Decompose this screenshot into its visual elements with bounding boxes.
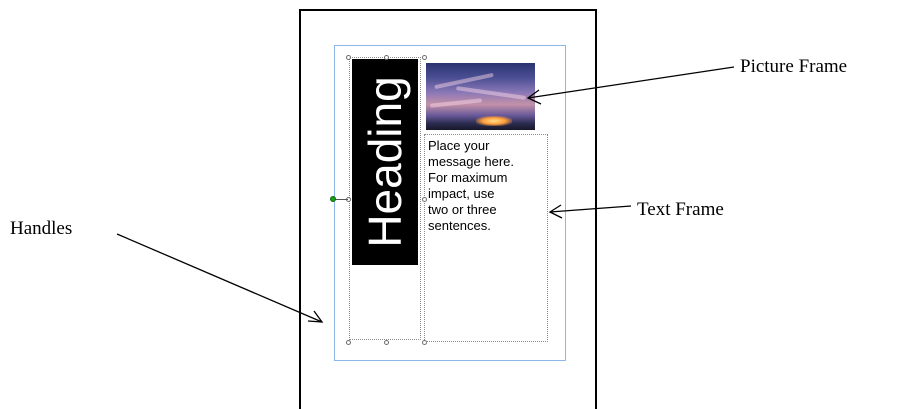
arrow-handles-line: [117, 234, 322, 322]
arrow-picture-frame-line: [528, 67, 734, 98]
arrow-text-frame-line: [550, 206, 631, 212]
callout-arrows: [0, 0, 908, 394]
